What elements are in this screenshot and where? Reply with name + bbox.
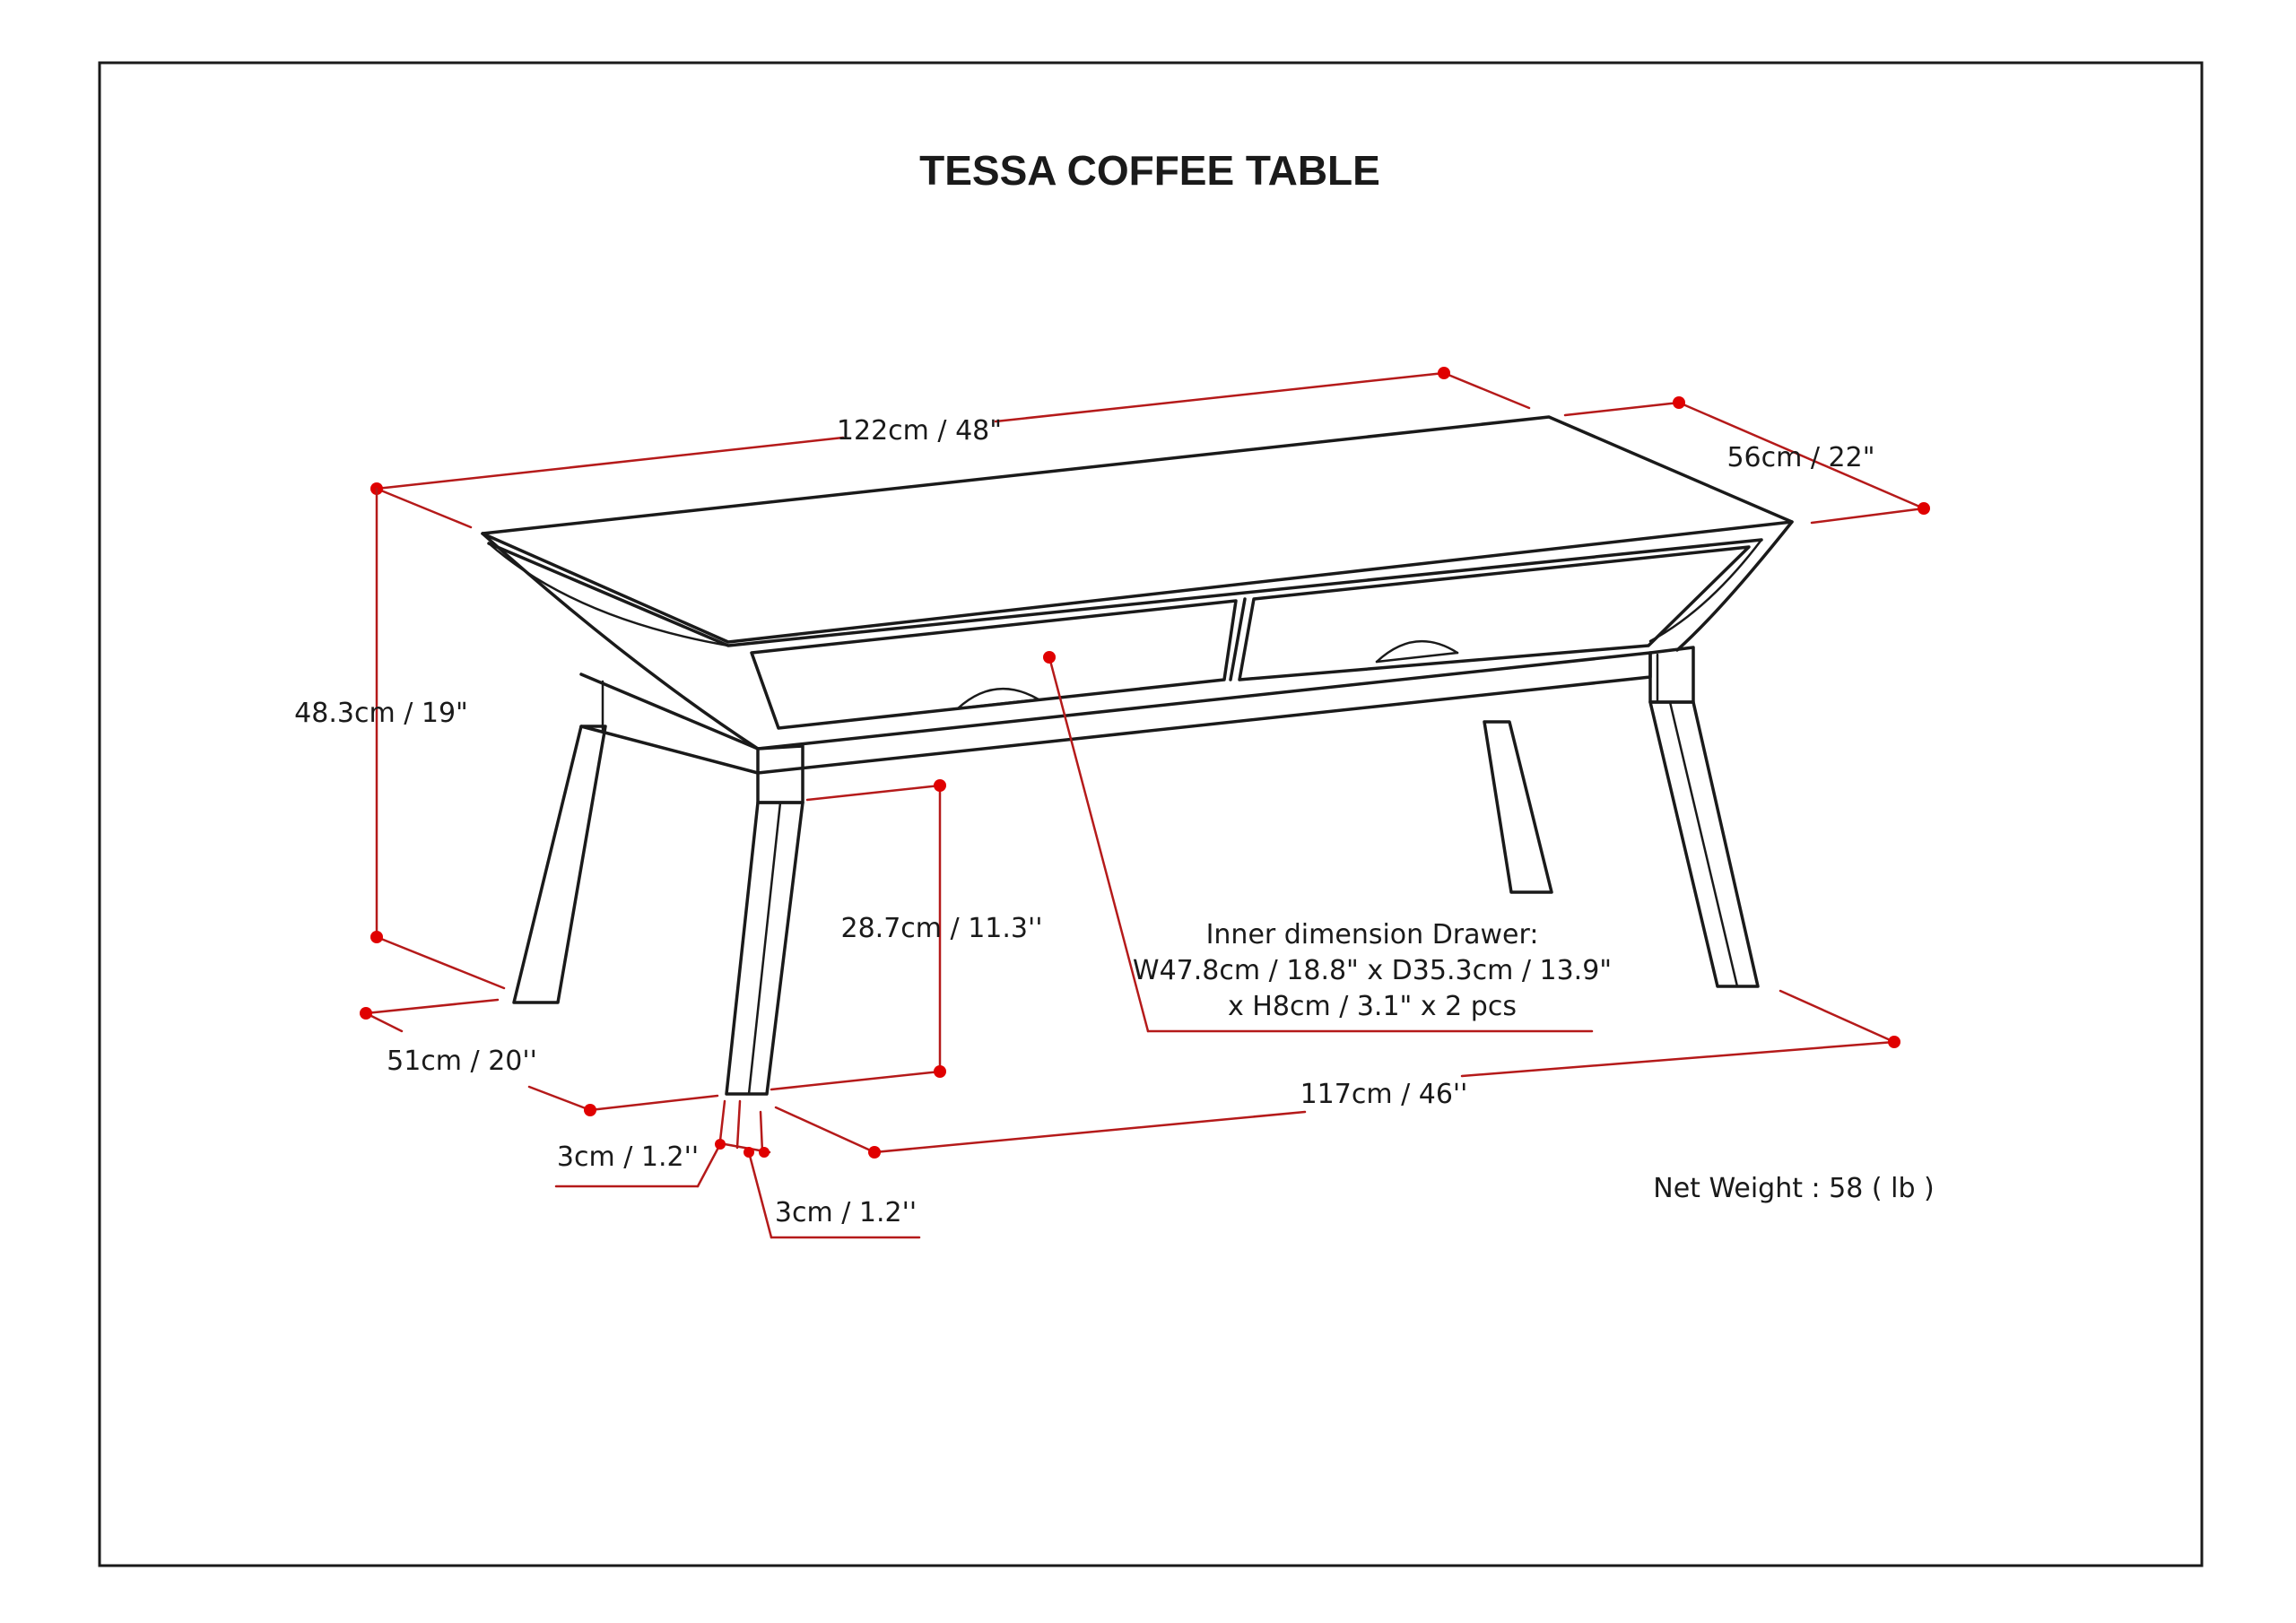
back-right-leg	[1483, 720, 1553, 894]
table-top-left-side-inner	[487, 542, 730, 647]
label-leg-clearance: 28.7cm / 11.3''	[841, 913, 1043, 944]
label-width-base: 117cm / 46''	[1300, 1079, 1468, 1110]
drawer-note-line2: W47.8cm / 18.8" x D35.3cm / 13.9"	[1133, 955, 1612, 986]
table-top-surface	[481, 415, 1794, 644]
front-left-leg	[725, 801, 804, 1096]
apron-left-side	[579, 673, 760, 775]
drawer-note-line1: Inner dimension Drawer:	[1206, 919, 1539, 950]
dim-dot	[1918, 502, 1930, 515]
label-top-width: 122cm / 48"	[837, 415, 1002, 447]
dim-dot	[370, 931, 383, 943]
front-left-leg-edge	[747, 801, 782, 1096]
table-top-right-side	[1675, 520, 1794, 652]
label-depth-base: 51cm / 20''	[387, 1046, 537, 1077]
dim-dot	[1888, 1036, 1900, 1048]
drawer-divider	[1229, 597, 1247, 681]
front-right-leg	[1648, 700, 1760, 988]
dim-dot	[759, 1147, 770, 1158]
sheet-border	[98, 61, 2204, 1567]
apron-front-corner-block	[756, 744, 804, 804]
dim-dot	[584, 1104, 596, 1116]
label-top-depth: 56cm / 22"	[1726, 442, 1874, 473]
drawer-right-handle-icon	[1375, 639, 1459, 664]
label-height: 48.3cm / 19"	[294, 698, 468, 729]
dim-dot	[934, 1065, 946, 1078]
dimension-labels: 122cm / 48" 56cm / 22" 48.3cm / 19" 28.7…	[294, 415, 1935, 1228]
back-left-leg	[512, 725, 607, 1004]
label-leg-thickness-b: 3cm / 1.2''	[775, 1197, 917, 1228]
drawer-right-handle-base	[1375, 651, 1459, 664]
dim-dot	[934, 779, 946, 792]
drawer-left-handle-base	[956, 698, 1040, 710]
drawer-left-face	[750, 599, 1238, 730]
dim-dot	[1438, 367, 1450, 379]
label-leg-thickness-a: 3cm / 1.2''	[557, 1141, 699, 1173]
sheet-title: TESSA COFFEE TABLE	[919, 147, 1380, 194]
dim-dot	[360, 1007, 372, 1020]
dim-dot	[1673, 396, 1685, 409]
front-right-leg-edge	[1668, 700, 1739, 988]
dim-dot	[868, 1146, 881, 1159]
dim-dot	[715, 1139, 726, 1150]
dim-dot	[1043, 651, 1056, 664]
dim-dot	[744, 1147, 754, 1158]
drawer-left-handle-icon	[956, 687, 1040, 710]
coffee-table-drawing	[481, 415, 1794, 1096]
table-top-right-side-inner	[1648, 538, 1763, 643]
table-top-front-edge	[487, 538, 1763, 647]
drawer-right-face	[1238, 545, 1751, 681]
net-weight: Net Weight : 58 ( lb )	[1653, 1173, 1934, 1204]
drawer-note-line3: x H8cm / 3.1" x 2 pcs	[1228, 991, 1517, 1022]
dimension-lines	[360, 367, 1930, 1239]
